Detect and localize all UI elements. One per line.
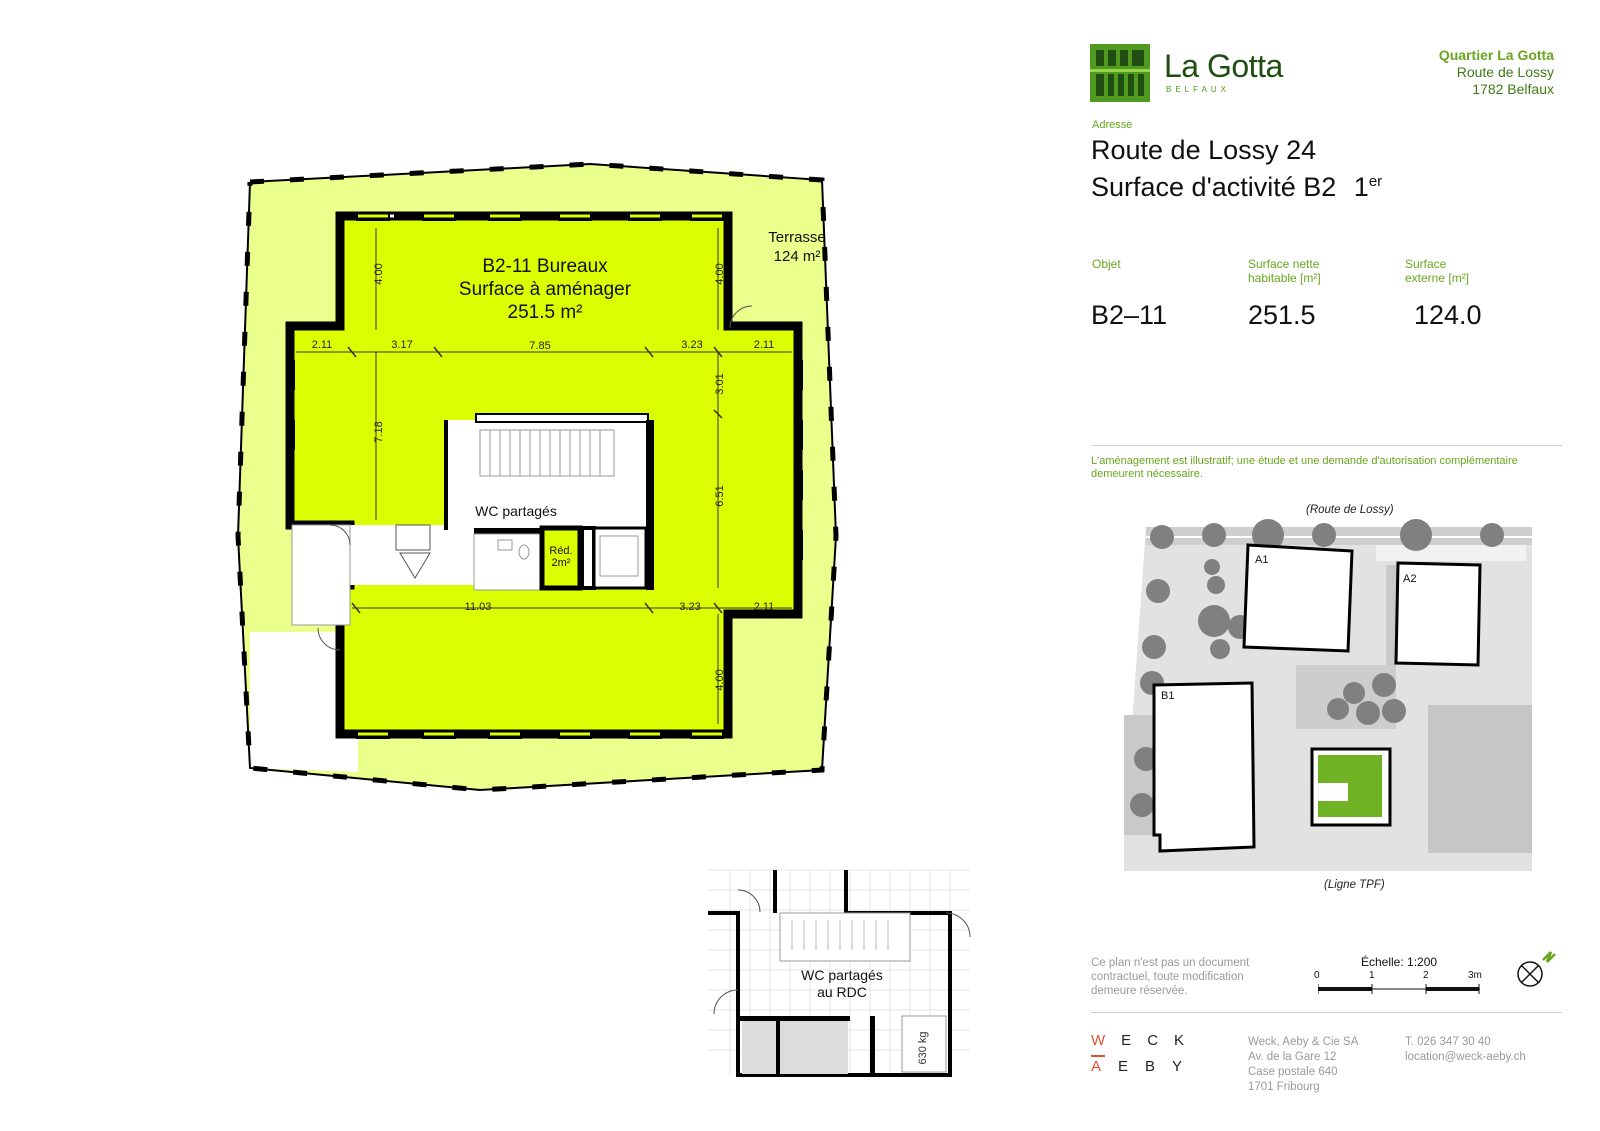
inset-wc-label: WC partagés <box>801 967 883 983</box>
inset-wc-label-2: au RDC <box>817 984 867 1000</box>
brand-name: La Gotta <box>1164 48 1283 84</box>
dim-text: 2.11 <box>754 601 775 613</box>
object-label: Objet <box>1092 257 1121 271</box>
divider <box>1091 1012 1562 1013</box>
scale-bar <box>1318 984 1480 994</box>
dim-text: 3.17 <box>391 339 412 351</box>
net-surface-label-2: habitable [m²] <box>1248 271 1321 285</box>
dim-text: 2.11 <box>754 339 775 351</box>
floor-plan: 2.11 3.17 7.85 3.23 2.11 4.00 4.00 7.18 … <box>235 161 971 1077</box>
divider <box>1091 445 1562 446</box>
address-line-1: Route de Lossy 24 <box>1091 135 1317 165</box>
la-gotta-logo <box>1090 44 1150 102</box>
address-line-2-text: Surface d'activité B2 <box>1091 172 1337 202</box>
ext-surface-value: 124.0 <box>1414 300 1482 330</box>
reduit-area: 2m² <box>552 557 571 569</box>
disclaimer-line-1: L'aménagement est illustratif; une étude… <box>1091 455 1518 467</box>
address-line-2: Surface d'activité B2 1er <box>1091 166 1382 203</box>
room-title: B2-11 Bureaux <box>482 256 608 277</box>
scale-label: Échelle: 1:200 <box>1361 955 1438 969</box>
company-po-box: Case postale 640 <box>1248 1066 1338 1078</box>
brand-subtitle: BELFAUX <box>1166 85 1231 94</box>
legal-note-3: demeure réservée. <box>1091 985 1188 997</box>
location-street: Route de Lossy <box>1456 64 1554 80</box>
dim-text: 7.18 <box>373 421 385 442</box>
logo-letter: B <box>1145 1058 1156 1075</box>
location-city: 1782 Belfaux <box>1472 81 1554 97</box>
legal-note-2: contractuel, toute modification <box>1091 971 1244 983</box>
company-email[interactable]: location@weck-aeby.ch <box>1405 1051 1526 1063</box>
terrace-label: Terrasse <box>768 229 826 246</box>
inset-plan <box>708 869 971 1077</box>
location-name: Quartier La Gotta <box>1438 47 1554 63</box>
site-building-a1: A1 <box>1255 554 1269 566</box>
site-building-b1: B1 <box>1161 690 1175 702</box>
logo-letter: W <box>1091 1032 1106 1049</box>
room-area: 251.5 m² <box>508 302 583 323</box>
room-subtitle: Surface à aménager <box>459 279 632 300</box>
company-name: Weck, Aeby & Cie SA <box>1248 1036 1359 1048</box>
dim-text: 7.85 <box>529 340 550 352</box>
weck-aeby-logo: W E C K A E B Y <box>1091 1032 1201 1080</box>
logo-letter: E <box>1118 1058 1129 1075</box>
site-plan <box>1116 505 1536 895</box>
dim-text: 6.51 <box>714 485 726 506</box>
scale-tick-0: 0 <box>1314 970 1320 981</box>
dim-text: 3.01 <box>714 373 726 394</box>
legal-note-1: Ce plan n'est pas un document <box>1091 957 1250 969</box>
dim-text: 11.03 <box>465 601 492 613</box>
net-surface-value: 251.5 <box>1248 300 1316 330</box>
terrace-area-label: 124 m² <box>774 248 821 265</box>
floor-number: 1 <box>1353 172 1369 202</box>
scale-tick-1: 1 <box>1369 970 1375 981</box>
company-phone: T. 026 347 30 40 <box>1405 1036 1491 1048</box>
reduit-label: Réd. <box>549 545 572 557</box>
object-value: B2–11 <box>1091 300 1168 330</box>
logo-letter: K <box>1174 1032 1185 1049</box>
wc-label: WC partagés <box>475 503 557 519</box>
disclaimer-line-2: demeurent nécessaire. <box>1091 468 1203 480</box>
logo-letter: C <box>1147 1032 1159 1049</box>
site-road-top: (Route de Lossy) <box>1306 504 1394 516</box>
floor-suffix: er <box>1368 173 1383 190</box>
address-label: Adresse <box>1092 119 1133 131</box>
dim-text: 4.00 <box>373 263 385 284</box>
company-street: Av. de la Gare 12 <box>1248 1051 1337 1063</box>
dim-text: 2.11 <box>312 339 333 351</box>
dim-text: 4.00 <box>714 263 726 284</box>
dim-text: 3.23 <box>681 339 702 351</box>
logo-letter: A <box>1091 1058 1102 1075</box>
site-building-a2: A2 <box>1403 573 1417 585</box>
scale-tick-2: 2 <box>1423 970 1429 981</box>
lift-label: 630 kg <box>917 1031 929 1064</box>
net-surface-label-1: Surface nette <box>1248 257 1320 271</box>
site-road-bottom: (Ligne TPF) <box>1324 879 1385 891</box>
logo-letter: E <box>1121 1032 1132 1049</box>
dim-text: 4.00 <box>714 669 726 690</box>
ext-surface-label-1: Surface <box>1405 257 1447 271</box>
north-arrow-icon <box>1514 948 1556 990</box>
company-city: 1701 Fribourg <box>1248 1081 1320 1093</box>
scale-tick-3: 3m <box>1468 970 1482 981</box>
logo-letter: Y <box>1172 1058 1183 1075</box>
ext-surface-label-2: externe [m²] <box>1405 271 1470 285</box>
dim-text: 3.23 <box>679 601 700 613</box>
